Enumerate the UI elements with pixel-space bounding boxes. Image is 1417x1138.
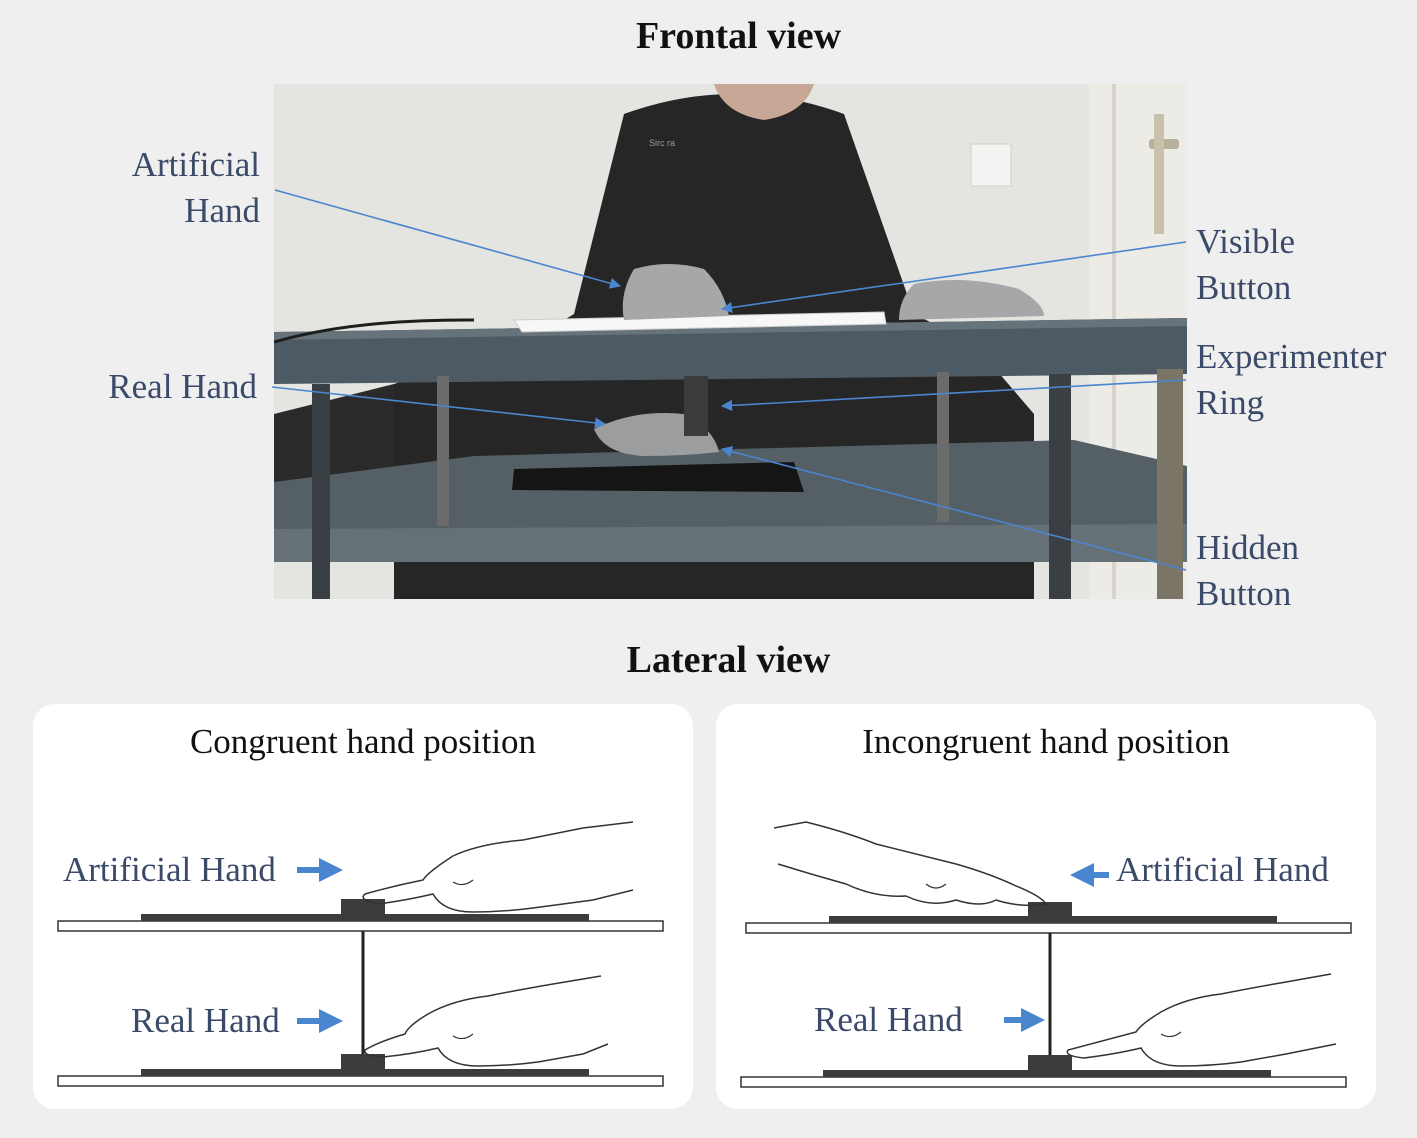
incongruent-panel: Incongruent hand position Artificial Han… [716, 704, 1376, 1109]
label-visible-button-line1: Visible [1196, 222, 1296, 261]
upper-button [341, 899, 385, 916]
artificial-hand-drawing [773, 821, 1048, 907]
label-artificial-hand: Artificial Hand [100, 142, 260, 234]
lower-shelf [740, 1076, 1347, 1088]
rod-right [937, 372, 949, 522]
upper-shelf [745, 922, 1352, 934]
label-experimenter-ring: Experimenter Ring [1196, 334, 1386, 426]
label-experimenter-ring-line1: Experimenter [1196, 337, 1387, 376]
label-artificial-hand-line1: Artificial [131, 145, 260, 184]
label-real-hand: Real Hand [108, 367, 257, 406]
lower-shelf [57, 1075, 664, 1087]
label-visible-button-line2: Button [1196, 268, 1292, 307]
label-hidden-button: Hidden Button [1196, 525, 1299, 617]
label-hidden-button-line1: Hidden [1196, 528, 1300, 567]
lateral-view-title: Lateral view [626, 639, 831, 681]
rod-left [437, 376, 449, 526]
label-hidden-button-line2: Button [1196, 574, 1292, 613]
label-visible-button: Visible Button [1196, 219, 1295, 311]
congruent-diagram [57, 821, 664, 1087]
artificial-hand-drawing [362, 821, 634, 913]
label-artificial-hand-line2: Hand [184, 191, 260, 230]
light-switch [970, 143, 1012, 187]
congruent-real-label: Real Hand [131, 1001, 280, 1040]
lower-button [1028, 1055, 1072, 1072]
incongruent-real-label: Real Hand [814, 1000, 963, 1039]
congruent-panel: Congruent hand position Artificial Hand … [33, 704, 693, 1109]
rod-far-right [1157, 369, 1183, 599]
lower-button [341, 1054, 385, 1071]
real-hand-drawing [1066, 973, 1337, 1067]
real-hand-drawing [364, 975, 609, 1067]
shawl-logo: Sirc ra [649, 138, 675, 148]
congruent-artificial-label: Artificial Hand [63, 850, 276, 889]
frontal-view-title: Frontal view [635, 15, 842, 57]
upper-shelf [57, 920, 664, 932]
frontal-photo: Sirc ra [274, 84, 1187, 599]
experimenter-ring [684, 376, 708, 436]
incongruent-title: Incongruent hand position [862, 722, 1230, 761]
incongruent-diagram [740, 821, 1352, 1088]
label-experimenter-ring-line2: Ring [1196, 383, 1265, 422]
upper-button [1028, 902, 1072, 919]
artificial-hand-left [622, 264, 729, 320]
visible-button-board [513, 311, 887, 333]
congruent-title: Congruent hand position [189, 722, 537, 761]
incongruent-artificial-label: Artificial Hand [1116, 850, 1329, 889]
